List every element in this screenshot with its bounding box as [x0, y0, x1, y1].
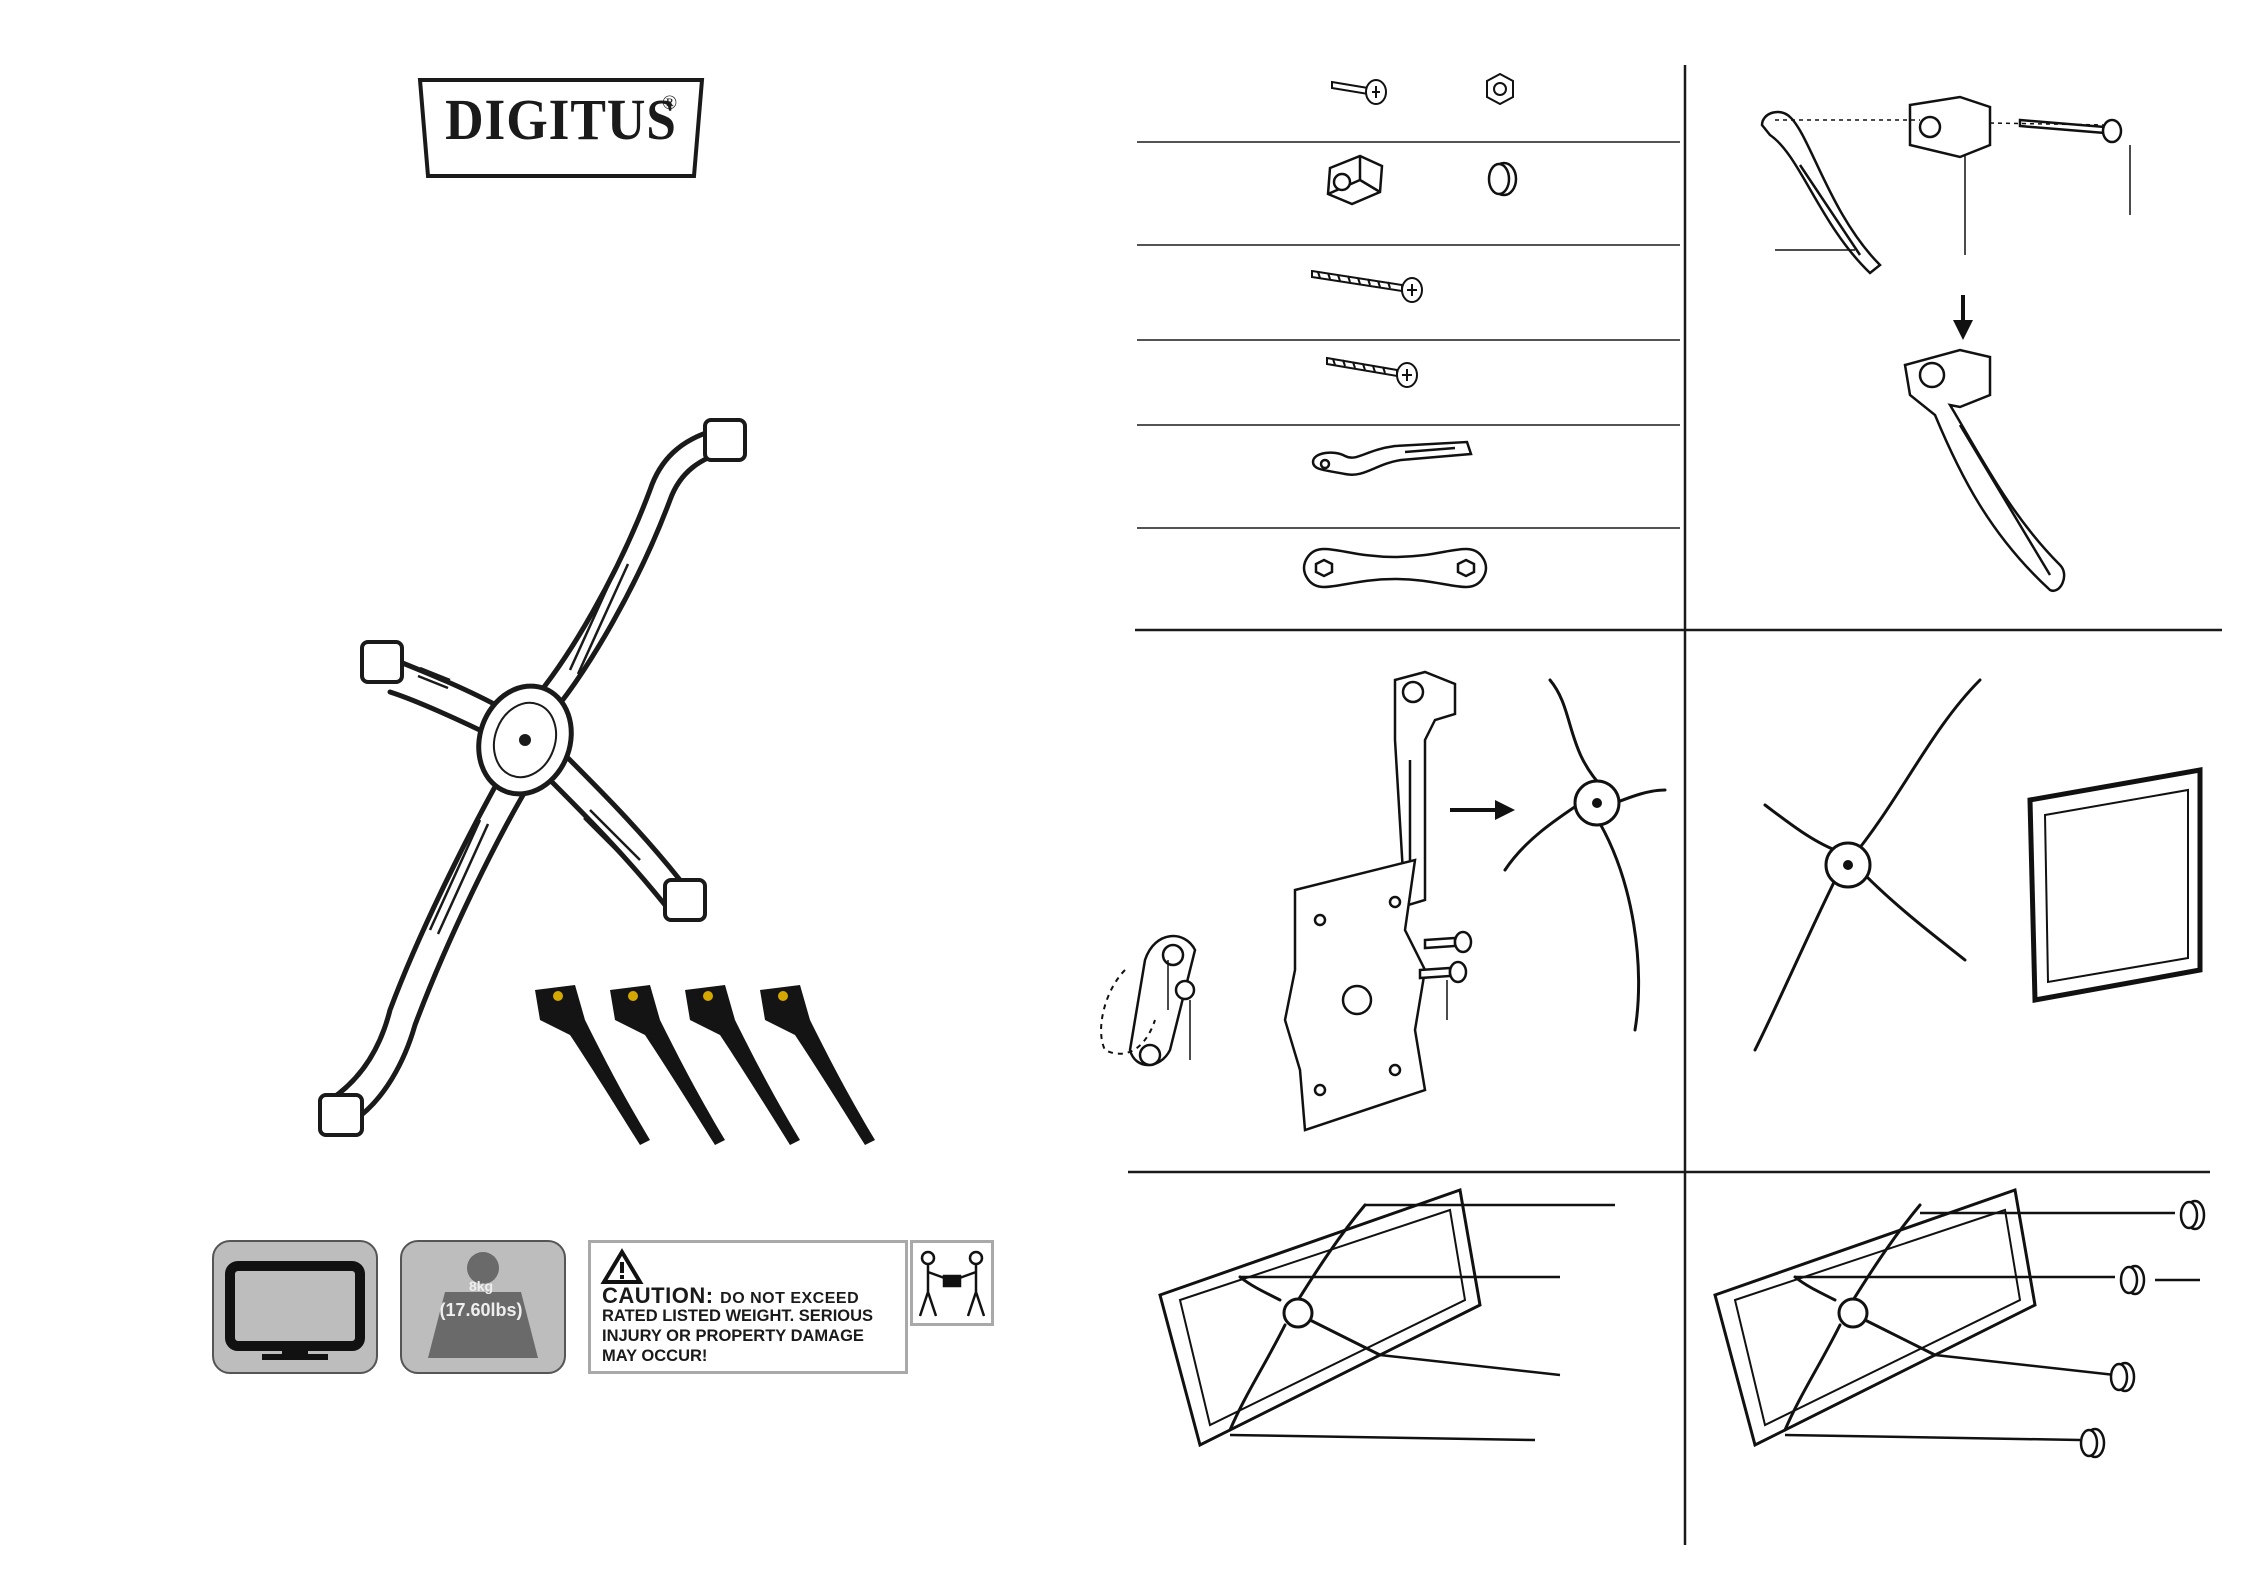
hex-nut-icon	[1485, 72, 1515, 106]
short-screw-icon	[1325, 350, 1425, 390]
hex-wrench-icon	[1300, 545, 1490, 591]
adapter-block-icon	[1320, 152, 1386, 208]
screw-washer-icon	[1330, 70, 1390, 110]
step4-mounted-illustration	[1160, 1185, 1630, 1455]
step2-vesa-attach-illustration	[1095, 670, 1675, 1140]
step1-assembly-illustration	[1760, 95, 2180, 615]
spacer-ring-icon	[1485, 160, 1519, 198]
bracket-arm-icon	[1305, 440, 1475, 484]
long-screw-icon	[1310, 265, 1430, 305]
step3-monitor-illustration	[1740, 670, 2220, 1090]
step5-spacers-illustration	[1715, 1185, 2215, 1455]
